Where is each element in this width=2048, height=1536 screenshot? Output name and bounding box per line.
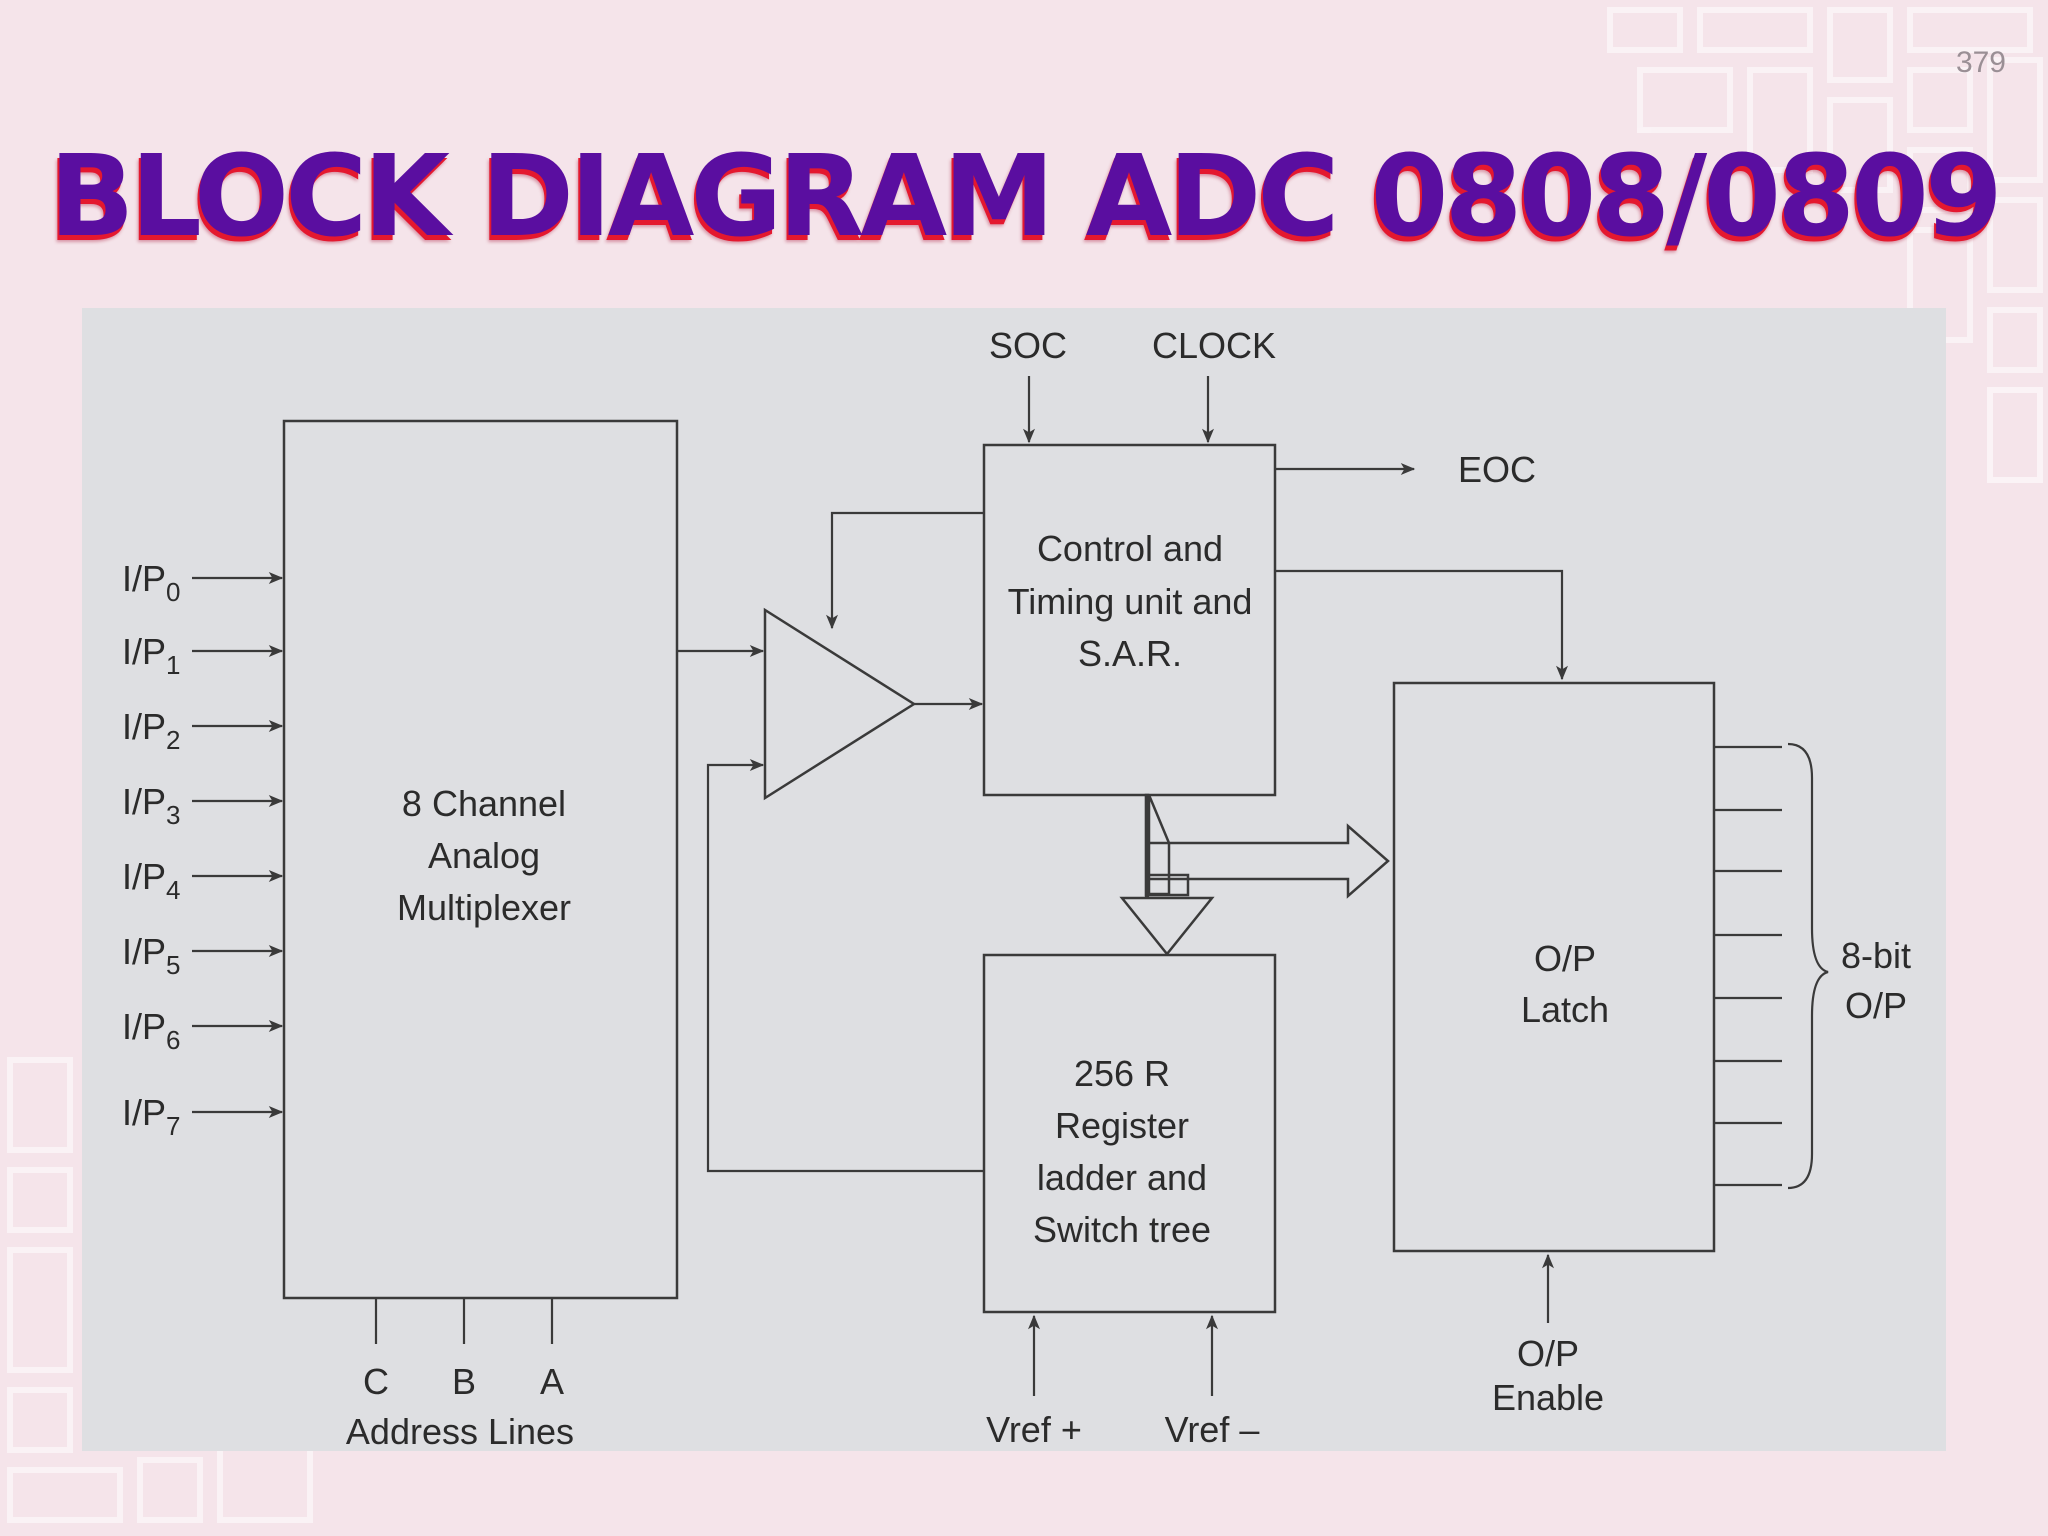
address-line-b: B [452, 1361, 476, 1402]
eoc-label: EOC [1458, 449, 1536, 490]
block-diagram-panel: I/P0 I/P1 I/P2 I/P3 I/P4 I/P5 [82, 308, 1946, 1451]
input-channel: I/P1 [122, 631, 284, 680]
multiplexer-label-line: 8 Channel [402, 783, 566, 824]
vref-minus-label: Vref – [1165, 1409, 1260, 1450]
output-lines [1714, 742, 1829, 1190]
resistor-ladder-block: 256 R Register ladder and Switch tree [982, 953, 1277, 1314]
latch-label-line: O/P [1534, 938, 1596, 979]
input-label: I/P4 [122, 856, 180, 905]
ladder-label-line: Switch tree [1033, 1209, 1211, 1250]
page-number: 379 [1955, 46, 2006, 79]
address-line-a: A [540, 1361, 564, 1402]
control-label-line: Control and [1037, 528, 1223, 569]
input-channel: I/P7 [122, 1092, 284, 1141]
multiplexer-block: 8 Channel Analog Multiplexer [282, 419, 679, 1300]
input-label: I/P2 [122, 706, 180, 755]
input-channel: I/P2 [122, 706, 284, 755]
ladder-label-line: Register [1055, 1105, 1189, 1146]
input-label: I/P0 [122, 558, 180, 607]
ladder-label-line: ladder and [1037, 1157, 1207, 1198]
output-label-line: 8-bit [1841, 935, 1911, 976]
op-enable-label-line: O/P [1517, 1333, 1579, 1374]
control-to-latch-wire [1275, 569, 1568, 681]
output-brace [1787, 742, 1829, 1190]
input-channel: I/P5 [122, 931, 284, 980]
input-channel: I/P6 [122, 1006, 284, 1055]
latch-label-line: Latch [1521, 989, 1609, 1030]
input-label: I/P7 [122, 1092, 180, 1141]
slide-title: BLOCK DIAGRAM ADC 0808/0809 [49, 132, 2003, 262]
soc-label: SOC [989, 325, 1067, 366]
input-label: I/P3 [122, 781, 180, 830]
multiplexer-label-line: Analog [428, 835, 540, 876]
input-label: I/P5 [122, 931, 180, 980]
input-label: I/P6 [122, 1006, 180, 1055]
ladder-to-comparator-wire [706, 759, 984, 1173]
output-latch-block: O/P Latch [1392, 681, 1716, 1253]
input-channel: I/P0 [122, 558, 284, 607]
ladder-bus-arrow [1119, 896, 1215, 956]
block-diagram: I/P0 I/P1 I/P2 I/P3 I/P4 I/P5 [122, 325, 1911, 1451]
input-label: I/P1 [122, 631, 180, 680]
address-lines: C B A Address Lines [346, 1298, 574, 1451]
vref-plus-label: Vref + [986, 1409, 1082, 1450]
multiplexer-label-line: Multiplexer [397, 887, 571, 928]
op-enable-label-line: Enable [1492, 1377, 1604, 1418]
data-bus-arrow [1146, 823, 1390, 899]
comparator [763, 607, 917, 801]
address-lines-caption: Address Lines [346, 1411, 574, 1451]
input-channel: I/P3 [122, 781, 284, 830]
control-feedback-wire [826, 511, 984, 630]
control-timing-sar-block: Control and Timing unit and S.A.R. [982, 443, 1277, 797]
control-label-line: S.A.R. [1078, 633, 1182, 674]
clock-label: CLOCK [1152, 325, 1276, 366]
ladder-label-line: 256 R [1074, 1053, 1170, 1094]
input-channel: I/P4 [122, 856, 284, 905]
output-label-line: O/P [1845, 985, 1907, 1026]
address-line-c: C [363, 1361, 389, 1402]
control-label-line: Timing unit and [1008, 581, 1253, 622]
input-channels: I/P0 I/P1 I/P2 I/P3 I/P4 I/P5 [122, 558, 284, 1141]
